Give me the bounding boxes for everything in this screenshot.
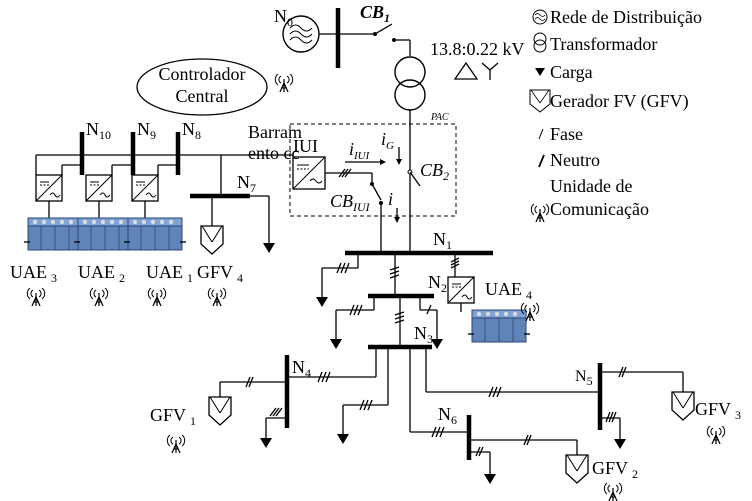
dc-bus-label-2: ento cc — [248, 143, 299, 163]
load-n1 — [315, 282, 329, 308]
legend: Rede de Distribuição Transformador Carga… — [529, 7, 702, 223]
pv-generator-gfv1 — [208, 396, 232, 426]
node-n7: N7 — [237, 172, 256, 195]
battery-uae1 — [123, 217, 187, 251]
svg-text:Fase: Fase — [550, 124, 583, 144]
node-n10: N10 — [86, 119, 111, 142]
transformer-rating: 13.8:0.22 kV — [430, 39, 525, 59]
delta-wye-symbol — [453, 61, 499, 80]
legend-item-transformer: Transformador — [533, 32, 657, 54]
antenna-gfv2-icon — [603, 482, 623, 501]
breaker-cb2-label: CB2 — [420, 160, 449, 183]
svg-text:Neutro: Neutro — [550, 150, 600, 170]
antenna-legend-icon — [530, 203, 550, 223]
current-ig: iG — [381, 129, 394, 152]
breaker-cbiui-label: CBIUI — [330, 191, 371, 214]
legend-item-load: Carga — [535, 62, 593, 82]
dc-bus-label-1: Barram — [248, 122, 302, 142]
node-n5: N5 — [575, 368, 593, 388]
pac-label: PAC — [430, 112, 449, 123]
antenna-uae1-icon — [147, 287, 167, 307]
breaker-cb2 — [407, 169, 421, 187]
svg-text:Rede de Distribuição: Rede de Distribuição — [550, 7, 702, 27]
svg-text:Transformador: Transformador — [550, 34, 657, 54]
breaker-cb1 — [338, 23, 411, 56]
antenna-gfv1-icon — [166, 434, 186, 454]
current-iiui: iIUI — [349, 139, 371, 162]
svg-text:Comunicação: Comunicação — [550, 199, 649, 219]
antenna-gfv4-icon — [207, 287, 227, 307]
node-n3: N3 — [414, 323, 433, 346]
legend-item-neutral: Neutro — [538, 150, 600, 170]
converter-uae2 — [85, 174, 113, 202]
antenna-uae2-icon — [89, 287, 109, 307]
pac-boundary — [289, 123, 457, 217]
distribution-grid-legend-icon — [532, 9, 548, 25]
controller-line1: Controlador — [159, 64, 246, 84]
phase-tick-icon — [538, 128, 544, 140]
node-n6: N6 — [438, 404, 457, 427]
legend-item-communication: Unidade de Comunicação — [530, 176, 649, 223]
battery-uae2 — [73, 217, 137, 251]
svg-text:Unidade de: Unidade de — [550, 176, 632, 196]
current-i: i — [388, 189, 393, 209]
transformer-icon — [533, 32, 547, 53]
load-n4 — [259, 423, 273, 449]
battery-uae3 — [23, 217, 87, 251]
iui-label: IUI — [293, 136, 318, 156]
load-n5 — [613, 424, 627, 450]
central-controller — [136, 58, 268, 116]
pv-generator-gfv2 — [565, 454, 589, 484]
node-n9: N9 — [137, 119, 156, 142]
pv-generator-gfv4 — [200, 225, 224, 255]
neutral-tick-icon — [538, 154, 545, 168]
load-n7 — [262, 228, 276, 254]
load-arrow-icon — [535, 68, 545, 76]
load-n3 — [336, 419, 350, 445]
converter-uae3 — [35, 174, 63, 202]
load-n6 — [483, 459, 497, 485]
node-n0: N0 — [274, 6, 293, 29]
node-n4: N4 — [292, 357, 311, 380]
svg-text:Carga: Carga — [550, 62, 593, 82]
svg-text:Gerador FV (GFV): Gerador FV (GFV) — [550, 91, 689, 112]
legend-item-pv: Gerador FV (GFV) — [529, 89, 689, 113]
node-n8: N8 — [182, 119, 201, 142]
converter-uae1 — [131, 174, 159, 202]
controller-line2: Central — [176, 86, 229, 106]
node-n2: N2 — [428, 272, 447, 295]
antenna-gfv3-icon — [706, 425, 726, 445]
controller-antenna-icon — [274, 73, 294, 93]
legend-item-grid: Rede de Distribuição — [532, 7, 702, 27]
load-n2-left — [329, 324, 343, 350]
breaker-cb1-label: CB1 — [360, 2, 390, 25]
main-transformer — [394, 56, 426, 252]
distribution-grid — [282, 15, 336, 53]
node-n1: N1 — [433, 229, 452, 252]
converter-uae4 — [447, 276, 475, 304]
legend-item-phase: Fase — [538, 124, 583, 144]
battery-uae4 — [467, 309, 531, 343]
antenna-uae3-icon — [26, 287, 46, 307]
iui-converter — [292, 156, 326, 190]
pv-generator-gfv3 — [671, 391, 695, 421]
